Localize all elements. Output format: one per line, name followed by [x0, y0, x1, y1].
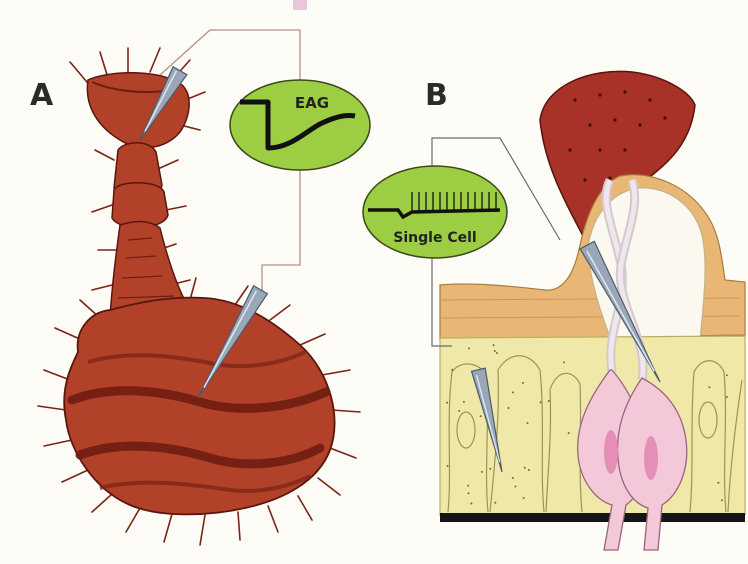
granule — [522, 382, 524, 384]
bristle — [126, 508, 140, 532]
granule — [493, 344, 495, 346]
granule — [721, 499, 723, 501]
granule — [468, 492, 470, 494]
bristle — [166, 206, 186, 210]
granule — [494, 350, 496, 352]
bristle — [44, 440, 72, 446]
eag-wire-bottom — [262, 163, 300, 300]
bristle — [270, 305, 290, 320]
bristle — [330, 448, 356, 458]
granule — [489, 468, 491, 470]
bristle — [322, 370, 350, 375]
granule — [726, 396, 728, 398]
granule — [717, 482, 719, 484]
bristle — [62, 470, 88, 482]
granule — [568, 432, 570, 434]
wire-terminal — [293, 0, 307, 10]
single-cell-bubble: Single Cell — [363, 166, 507, 258]
granule — [463, 401, 465, 403]
bristle — [95, 150, 114, 160]
granule — [468, 347, 470, 349]
granule — [523, 497, 525, 499]
bristle — [318, 478, 340, 495]
bristle — [332, 410, 360, 412]
bristle — [238, 512, 240, 540]
bristle — [200, 515, 205, 545]
granule — [563, 361, 565, 363]
granule — [708, 386, 710, 388]
granule — [446, 402, 448, 404]
bristle — [44, 370, 70, 380]
bristle — [268, 506, 278, 532]
granule — [528, 469, 530, 471]
granule — [481, 471, 483, 473]
panel-a-label: A — [30, 78, 54, 113]
bristle — [190, 278, 196, 300]
neuron-1-nucleus — [604, 430, 618, 474]
granule — [458, 410, 460, 412]
single-cell-label: Single Cell — [393, 230, 476, 246]
bristle — [164, 514, 172, 542]
neuron-2-nucleus — [644, 436, 658, 480]
granule — [512, 477, 514, 479]
granule — [524, 467, 526, 469]
bristle — [92, 285, 112, 290]
granule — [514, 486, 516, 488]
bristle — [92, 205, 112, 212]
granule — [470, 503, 472, 505]
granule — [512, 391, 514, 393]
bristle — [92, 494, 112, 512]
granule — [447, 465, 449, 467]
panel-b: B — [363, 71, 745, 550]
eag-bubble: EAG — [230, 80, 370, 170]
granule — [451, 369, 453, 371]
granule — [508, 407, 510, 409]
bristle — [160, 160, 178, 168]
panel-b-label: B — [425, 78, 448, 113]
granule — [496, 352, 498, 354]
bristle — [38, 406, 66, 410]
granule — [540, 401, 542, 403]
basement-membrane — [440, 513, 745, 522]
bristle — [150, 48, 160, 72]
panel-a: A — [30, 0, 370, 545]
granule — [726, 374, 728, 376]
bristle — [300, 334, 325, 345]
granule — [548, 400, 550, 402]
granule — [527, 422, 529, 424]
granule — [480, 415, 482, 417]
eag-label: EAG — [295, 94, 329, 112]
granule — [494, 502, 496, 504]
bristle — [298, 496, 312, 520]
granule — [467, 485, 469, 487]
